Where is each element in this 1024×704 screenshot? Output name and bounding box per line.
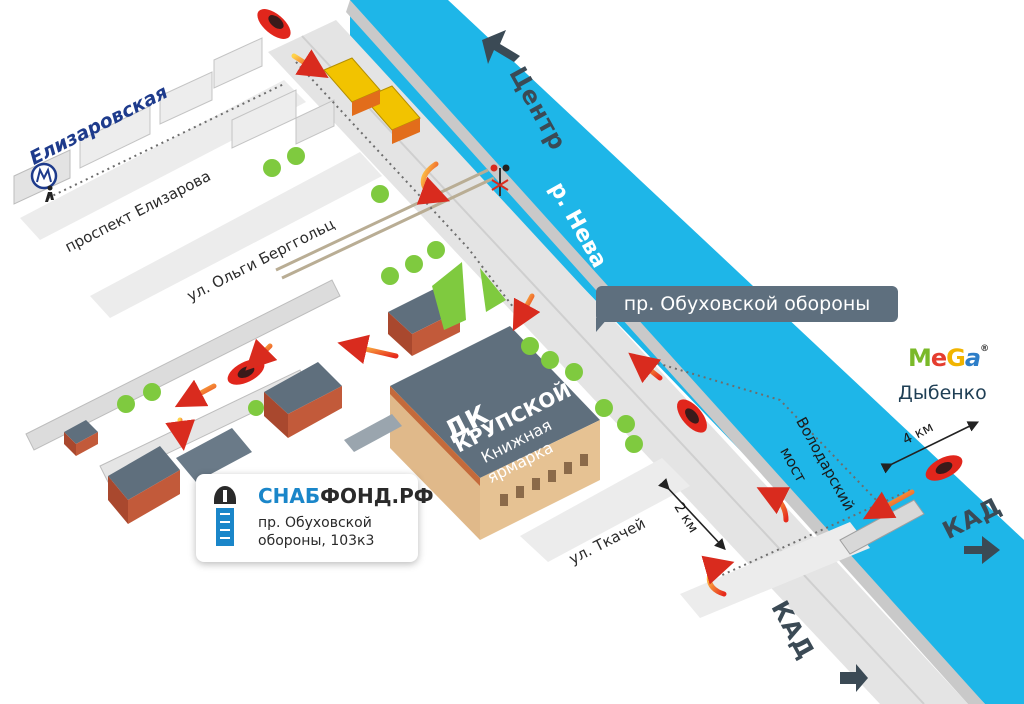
avenue-center-line <box>301 35 925 704</box>
kad-road <box>680 522 870 618</box>
car-mid-left <box>227 359 265 385</box>
arrow-center-icon <box>482 30 520 64</box>
store-name-part2: ФОНД.РФ <box>320 484 434 508</box>
avenue-callout-tail <box>596 318 608 332</box>
metro-icon <box>30 162 58 190</box>
river-embankment <box>346 0 985 704</box>
avenue-callout: пр. Обуховской обороны <box>596 286 898 322</box>
route-arrows <box>165 49 915 597</box>
arrow-kad-east-icon <box>964 536 1000 564</box>
store-address: пр. Обуховской обороны, 103к3 <box>258 514 414 550</box>
building-annex <box>344 414 402 452</box>
lawn-2 <box>480 268 506 312</box>
store-name-part1: СНАБ <box>258 484 321 508</box>
trees <box>117 147 643 453</box>
tram <box>323 57 421 144</box>
snabfond-logo-icon <box>214 486 236 546</box>
store-address-line2: обороны, 103к3 <box>258 533 375 549</box>
building-red-mid <box>264 362 342 438</box>
street-tkachey-road <box>520 458 690 562</box>
mega-letter-4: a <box>964 344 981 372</box>
store-address-line1: пр. Обуховской <box>258 515 372 531</box>
mega-letter-1: M <box>908 344 932 372</box>
street-berggolts-road <box>90 152 382 318</box>
railway <box>275 168 495 280</box>
direction-arrows <box>482 30 1000 692</box>
arrow-kad-south-icon <box>840 664 868 692</box>
route-dotted <box>47 61 911 577</box>
mega-letter-3: G <box>946 344 966 372</box>
river-neva <box>350 0 1024 704</box>
railway-crossing-signal-icon <box>490 164 510 196</box>
pedestrian-icon <box>45 185 54 202</box>
avenue-road <box>268 20 968 704</box>
store-card[interactable]: СНАБФОНД.РФ пр. Обуховской обороны, 103к3 <box>196 474 434 562</box>
lawn-1 <box>432 262 466 330</box>
building-small-left <box>64 420 98 456</box>
mega-logo: MeGa® <box>908 344 989 372</box>
building-dk-krupskoy <box>390 326 600 540</box>
mega-name: Дыбенко <box>898 382 987 404</box>
mega-letter-2: e <box>930 344 947 372</box>
mega-registered: ® <box>980 344 989 354</box>
car-top <box>257 9 291 39</box>
distance-arrows <box>658 421 980 551</box>
buildings-elizarov <box>13 37 335 205</box>
building-snabfond <box>108 428 252 524</box>
store-name: СНАБФОНД.РФ <box>258 484 434 508</box>
car-avenue <box>677 399 707 433</box>
